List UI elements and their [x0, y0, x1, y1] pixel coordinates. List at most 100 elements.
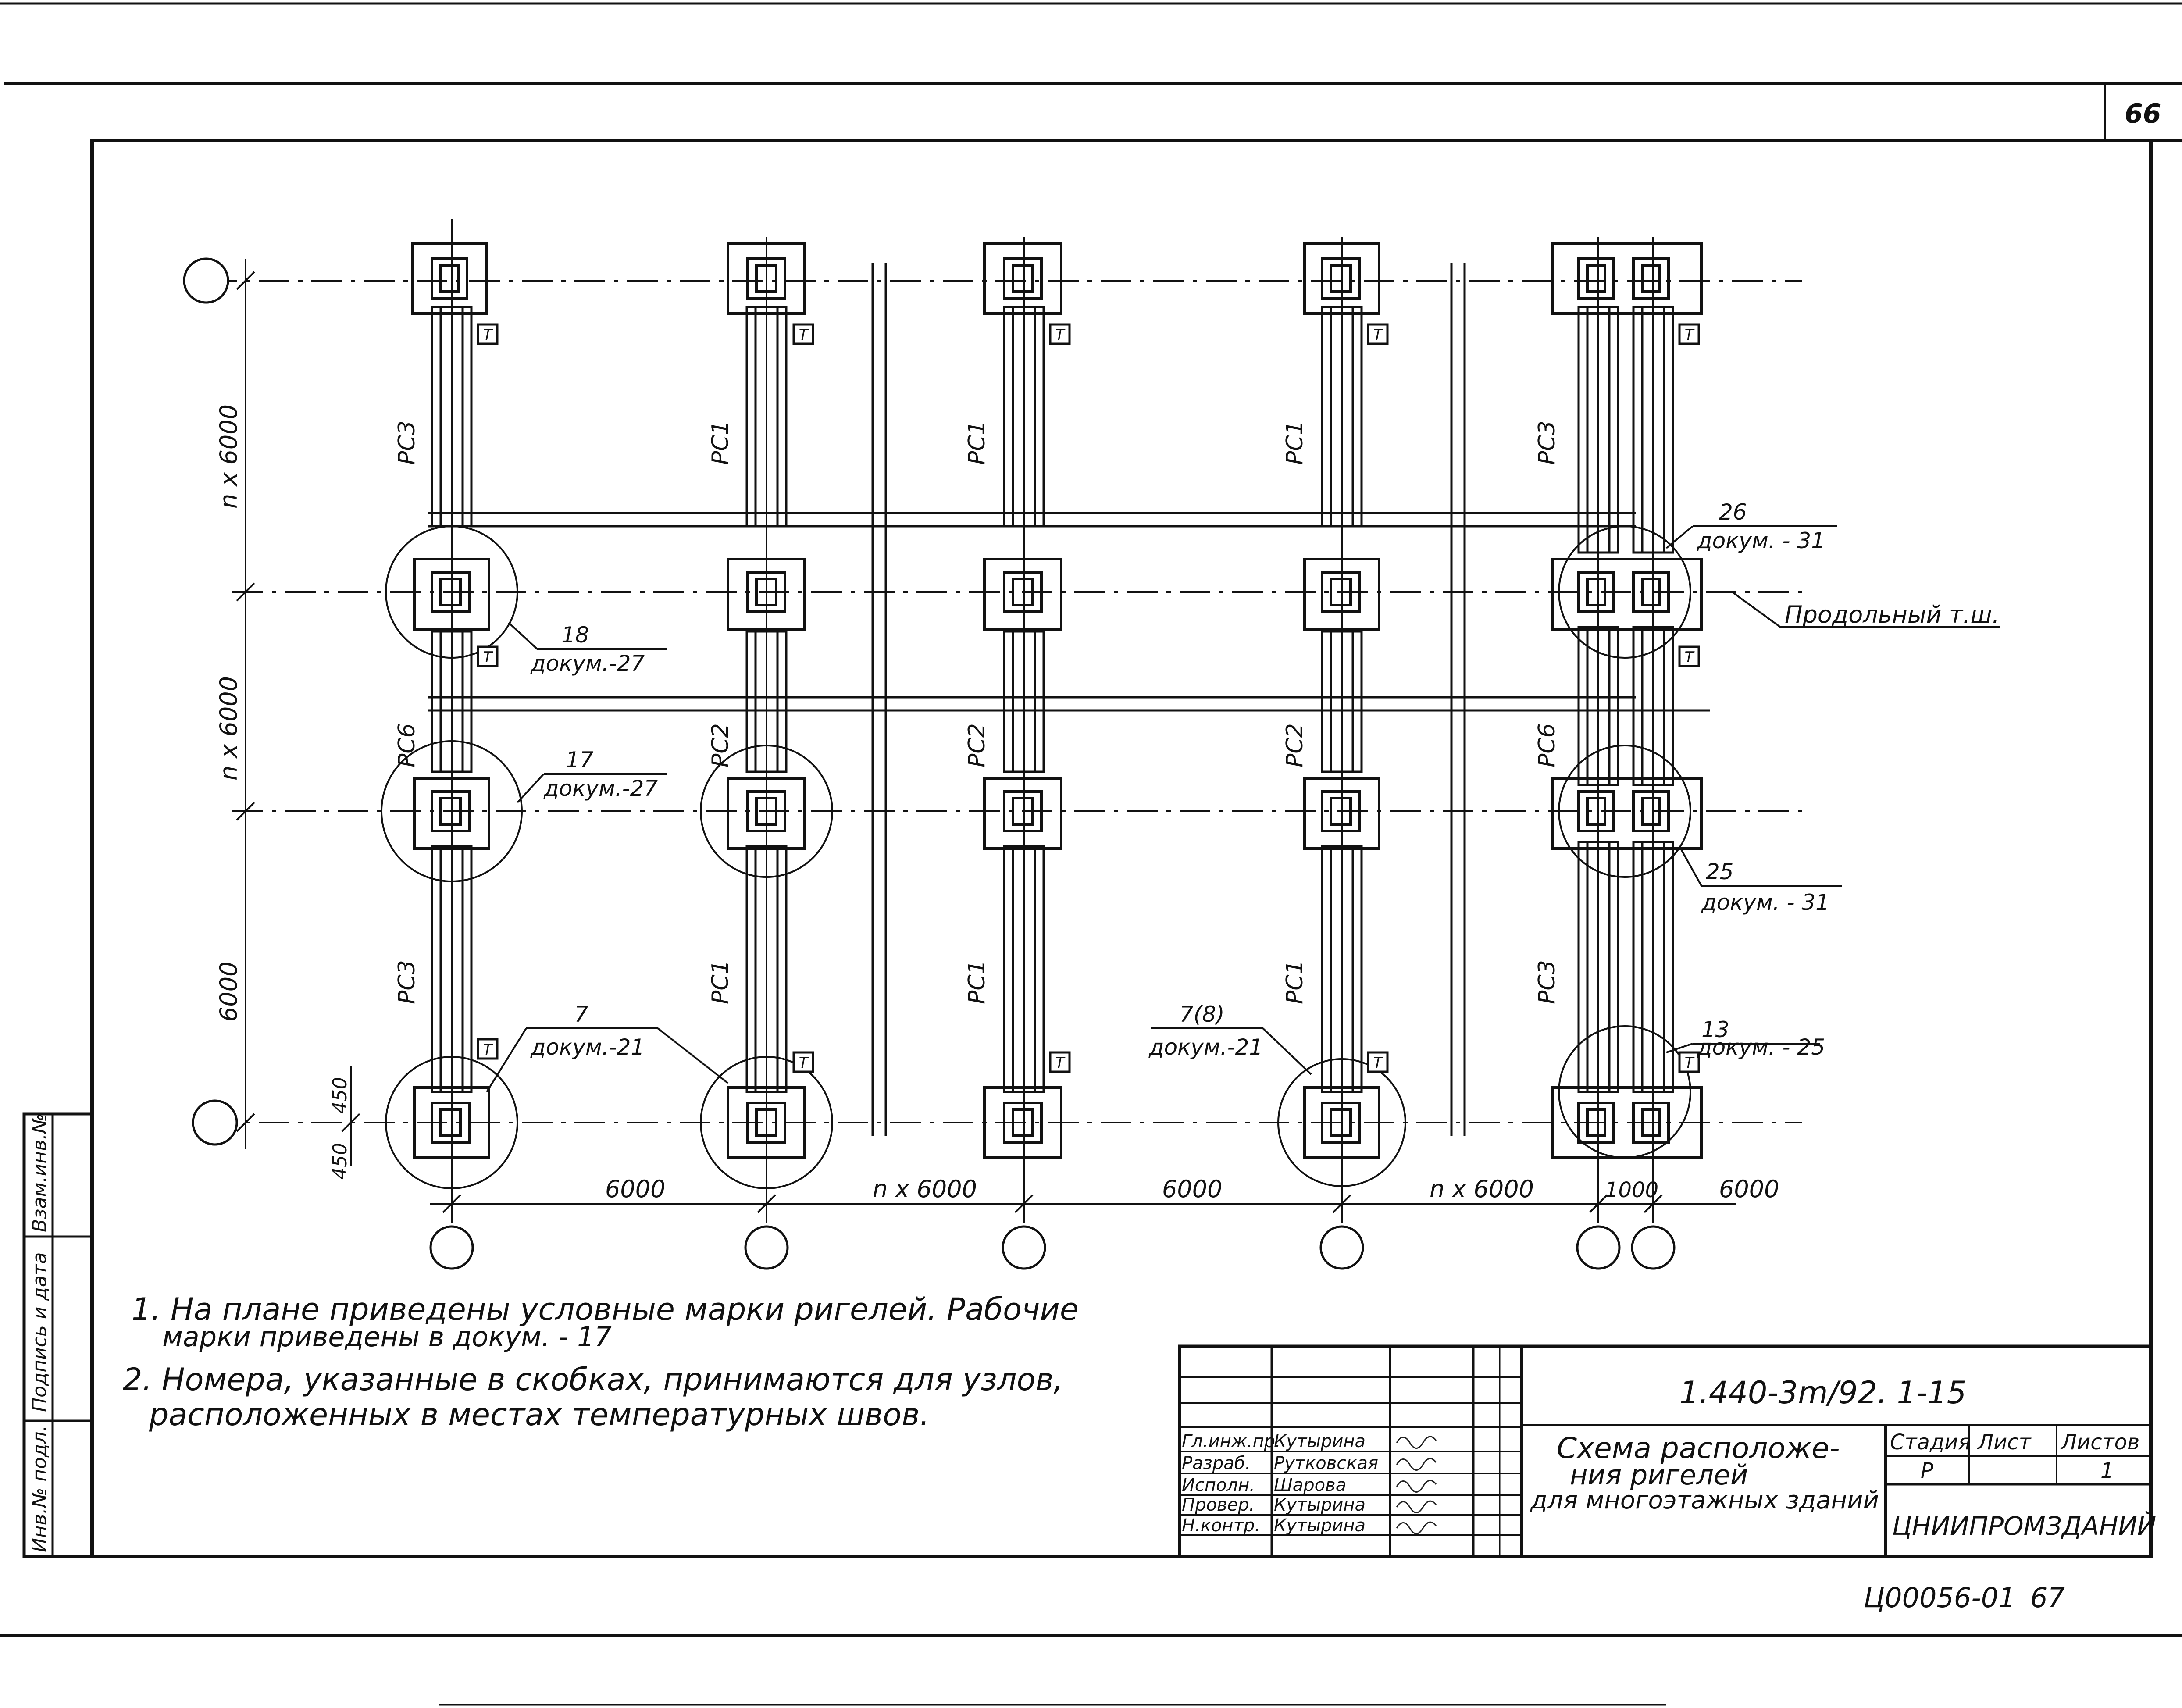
t-tags	[477, 323, 1700, 1073]
callout-doc: докум.-27	[543, 776, 658, 801]
callout-number: 7(8)	[1180, 1002, 1225, 1027]
t-tag: Т	[1685, 326, 1695, 344]
organization: ЦНИИПРОМЗДАНИЙ	[1892, 1511, 2156, 1541]
beam-label: РС3	[1534, 421, 1560, 465]
t-tag: Т	[483, 1041, 493, 1059]
callout-doc: докум. - 31	[1701, 890, 1829, 915]
stage-header: Стадия	[1890, 1430, 1971, 1455]
sheets-value: 1	[2100, 1458, 2114, 1483]
beam-label: РС1	[964, 421, 990, 465]
beam-label: РС2	[707, 723, 734, 767]
dimension-label: n x 6000	[873, 1175, 977, 1203]
axis-bubble-col	[1631, 1225, 1676, 1270]
dimension-label: 6000	[215, 962, 242, 1022]
t-tag: Т	[1373, 1054, 1383, 1072]
footer-page: 67	[2030, 1582, 2065, 1614]
t-tag: Т	[1055, 326, 1066, 344]
callout-number: 7	[574, 1002, 588, 1027]
framing-plan	[183, 219, 2000, 1270]
signature-name: Кутырина	[1274, 1431, 1366, 1451]
signature-role: Н.контр.	[1182, 1515, 1260, 1536]
horizontal-dimensions: 6000 n x 6000 6000 n x 6000 1000 6000	[605, 1175, 1779, 1203]
dimension-label: 450	[329, 1143, 351, 1180]
document-code: 1.440-3m/92. 1-15	[1679, 1375, 1966, 1411]
callout-number: 17	[566, 747, 594, 773]
signature-role: Провер.	[1182, 1495, 1255, 1515]
beam-label: РС6	[1534, 723, 1560, 767]
callout-leaders	[486, 525, 2000, 1093]
title-block-text: 1.440-3m/92. 1-15 Схема расположе- ния р…	[1182, 1375, 2156, 1541]
column-nodes	[411, 242, 1703, 1159]
beam-label: РС2	[1282, 723, 1308, 767]
axis-bubble-col	[744, 1225, 789, 1270]
note-line: 1. На плане приведены условные марки риг…	[132, 1291, 1079, 1327]
beam-label: РС1	[707, 960, 734, 1004]
callout-doc: докум. - 31	[1697, 528, 1825, 553]
beam-labels: РС3 РС1 РС1 РС1 РС3 РС6 РС2 РС2 РС2 РС6 …	[394, 421, 1560, 1004]
title-block	[1178, 1344, 2153, 1558]
drawing-title-line: Схема расположе-	[1557, 1431, 1840, 1465]
sheets-header: Листов	[2060, 1430, 2139, 1455]
side-stamp-cell: Взам.инв.№	[29, 1113, 51, 1232]
callout-doc: докум.-21	[1148, 1034, 1263, 1060]
callout-doc: докум.-27	[530, 651, 645, 676]
axis-bubble-col	[429, 1225, 474, 1270]
dimension-label: n x 6000	[215, 676, 242, 781]
signature-name: Кутырина	[1274, 1495, 1366, 1515]
callout-number: 25	[1706, 859, 1734, 884]
t-tag: Т	[1685, 649, 1695, 666]
t-tag: Т	[1373, 326, 1383, 344]
notes: 1. На плане приведены условные марки риг…	[123, 1291, 1079, 1433]
expansion-joints	[428, 263, 1710, 1136]
beam-label: РС1	[707, 421, 734, 465]
beam-label: РС1	[964, 960, 990, 1004]
note-line: 2. Номера, указанные в скобках, принимаю…	[123, 1362, 1063, 1398]
vertical-dimensions: n x 6000 n x 6000 6000 450 450	[215, 404, 351, 1180]
signature-name: Шарова	[1274, 1475, 1346, 1495]
left-dimension-line	[236, 259, 360, 1166]
callout-number: 26	[1719, 499, 1747, 525]
t-tag-letters: Т Т Т Т Т Т Т Т Т Т Т Т	[483, 326, 1695, 1072]
drawing-title-line: для многоэтажных зданий	[1530, 1486, 1879, 1515]
side-stamp-cell: Подпись и дата	[29, 1252, 51, 1412]
side-stamp: Инв.№ подл. Подпись и дата Взам.инв.№	[22, 1112, 94, 1558]
stage-value: Р	[1921, 1458, 1933, 1483]
signature-role: Разраб.	[1182, 1453, 1251, 1473]
beam-label: РС6	[394, 723, 420, 767]
t-tag: Т	[483, 326, 493, 344]
beam-label: РС3	[394, 960, 420, 1004]
beam-label: РС1	[1282, 421, 1308, 465]
callout-labels: 18 докум.-27 17 докум.-27 7 докум.-21 7(…	[530, 499, 2000, 1060]
side-stamp-cell: Инв.№ подл.	[29, 1425, 51, 1552]
t-tag: Т	[1055, 1054, 1066, 1072]
t-tag: Т	[1685, 1054, 1695, 1072]
dimension-label: 6000	[1719, 1175, 1779, 1203]
page-number: 66	[2125, 99, 2161, 129]
dimension-label: n x 6000	[1430, 1175, 1534, 1203]
drawing-title-line: ния ригелей	[1570, 1459, 1748, 1491]
joint-label: Продольный т.ш.	[1785, 601, 2000, 628]
t-tag: Т	[799, 1054, 809, 1072]
beam-label: РС3	[394, 421, 420, 465]
signature-name: Кутырина	[1274, 1515, 1366, 1536]
footer-code: Ц00056-01	[1864, 1582, 2016, 1614]
callout-doc: докум. - 25	[1697, 1034, 1825, 1060]
callout-circles	[381, 525, 1691, 1189]
signature-role: Гл.инж.пр.	[1182, 1431, 1281, 1451]
callout-number: 18	[561, 622, 589, 648]
sheet-header: Лист	[1977, 1430, 2032, 1455]
beam-label: РС2	[964, 723, 990, 767]
dimension-label: n x 6000	[215, 404, 242, 509]
beam-label: РС3	[1534, 960, 1560, 1004]
bottom-dimension-line	[430, 1194, 1736, 1213]
axis-bubbles	[183, 257, 1676, 1270]
axis-bubble-col	[1002, 1225, 1046, 1270]
t-tag: Т	[799, 326, 809, 344]
callout-number: 13	[1701, 1017, 1729, 1042]
note-line: марки приведены в докум. - 17	[162, 1321, 612, 1353]
beams	[431, 306, 1674, 1093]
t-tag: Т	[483, 649, 493, 666]
dimension-label: 6000	[605, 1175, 665, 1203]
